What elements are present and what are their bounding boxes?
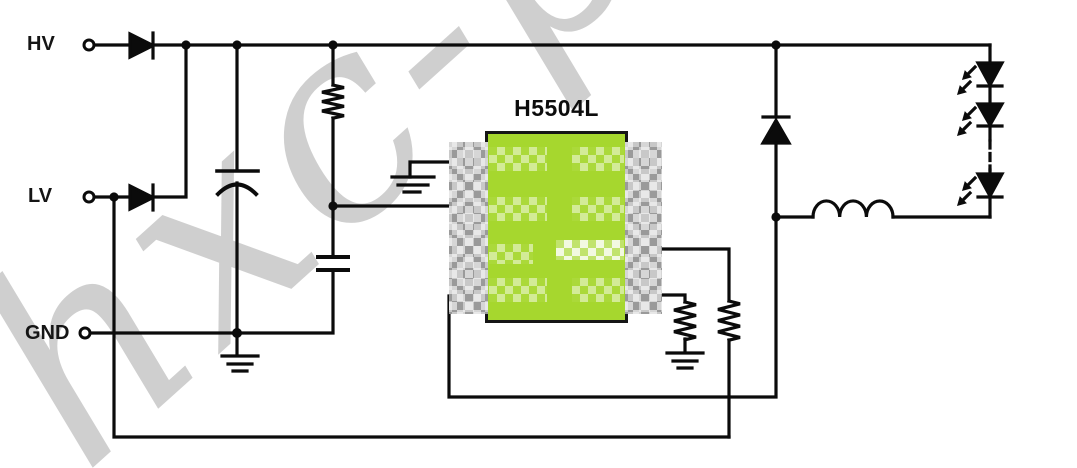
ic-label: H5504L <box>514 95 599 121</box>
supply-resistor <box>321 83 345 121</box>
hv-input-diode <box>128 31 157 60</box>
terminal-gnd <box>78 326 92 340</box>
ic-censored-marking <box>572 147 624 171</box>
ic-pins-right-censored <box>625 142 662 314</box>
set-resistor <box>673 300 697 342</box>
ic-censored-marking <box>572 278 624 302</box>
ic-censored-marking <box>489 278 547 302</box>
terminal-hv <box>82 38 96 52</box>
vcc-capacitor <box>316 255 350 272</box>
led-string <box>955 61 1005 208</box>
ground-symbol-input <box>220 354 260 373</box>
terminal-label-gnd: GND <box>25 322 70 344</box>
freewheel-diode <box>760 115 792 145</box>
input-electrolytic-capacitor <box>215 169 260 197</box>
ground-symbol-ic <box>390 175 436 194</box>
junction-dots <box>109 40 781 338</box>
terminal-label-lv: LV <box>28 185 53 207</box>
inductor <box>811 199 895 219</box>
led-1 <box>955 61 1005 97</box>
ic-censored-marking <box>489 244 533 264</box>
wire-network <box>88 43 992 439</box>
terminal-label-hv: HV <box>27 33 55 55</box>
ic-censored-marking <box>489 147 547 171</box>
ground-symbol-set <box>665 351 705 370</box>
led-3 <box>955 172 1005 208</box>
ic-censored-marking <box>489 197 547 221</box>
lv-input-diode <box>128 183 157 212</box>
sense-resistor <box>717 299 741 343</box>
ic-pins-left-censored <box>449 142 488 314</box>
ic-censored-marking <box>556 240 624 260</box>
led-2 <box>955 102 1005 138</box>
terminal-lv <box>82 190 96 204</box>
ic-censored-marking <box>572 197 624 221</box>
